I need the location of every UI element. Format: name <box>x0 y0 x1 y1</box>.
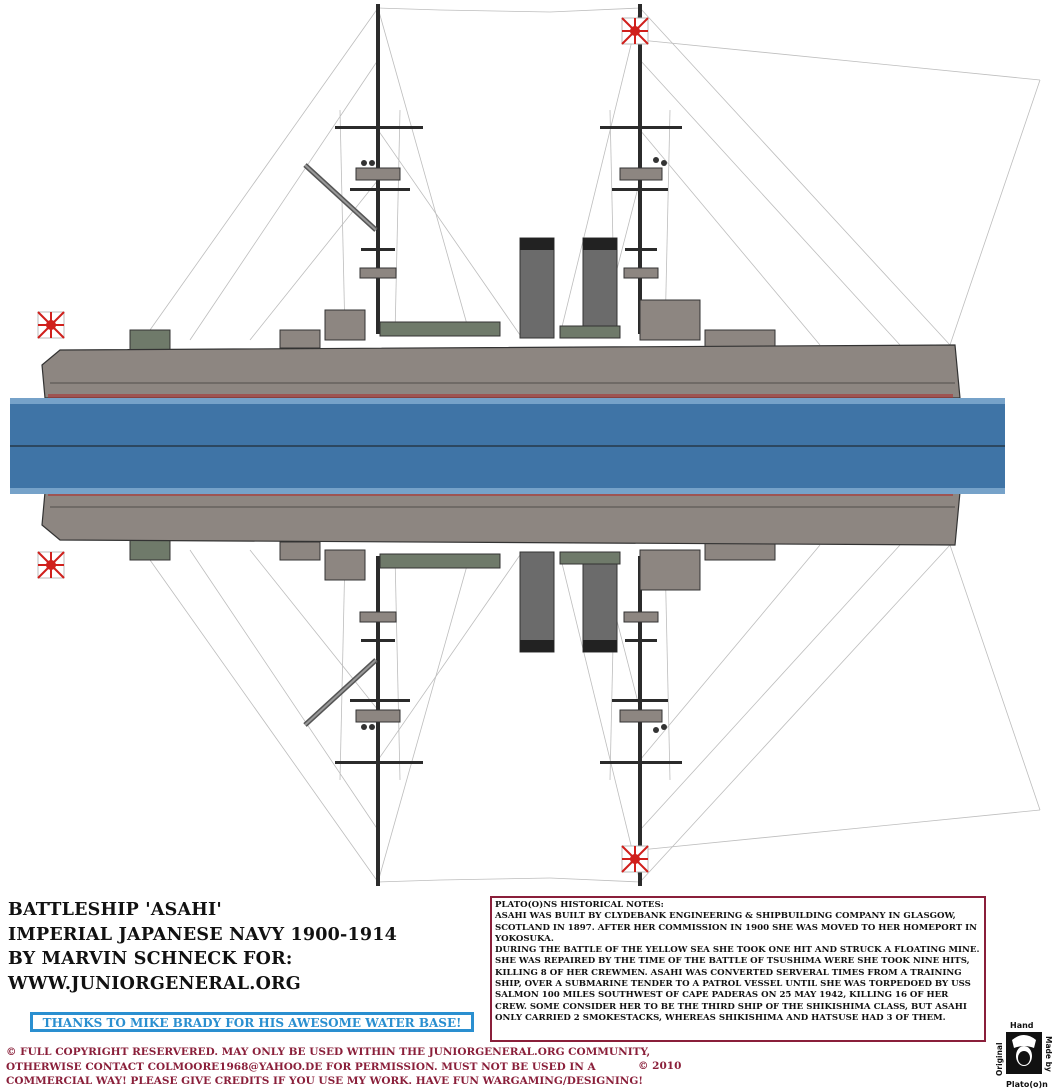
ship-side-view <box>38 4 1040 398</box>
notes-heading: PLATO(O)NS HISTORICAL NOTES: <box>495 900 664 910</box>
historical-notes: PLATO(O)NS HISTORICAL NOTES: ASAHI WAS B… <box>490 896 986 1042</box>
handmade-badge: Hand Original Made by Plato(o)n <box>995 1021 1052 1089</box>
website-link[interactable]: WWW.JUNIORGENERAL.ORG <box>8 973 301 994</box>
ship-side-view-mirrored <box>38 492 1040 886</box>
thanks-banner: THANKS TO MIKE BRADY FOR HIS AWESOME WAT… <box>30 1012 474 1032</box>
copyright-year: © 2010 <box>638 1060 682 1072</box>
notes-paragraph: DURING THE BATTLE OF THE YELLOW SEA SHE … <box>495 945 980 1023</box>
ship-illustration <box>10 0 1055 890</box>
title-block: BATTLESHIP 'ASAHI' IMPERIAL JAPANESE NAV… <box>8 898 478 996</box>
copyright-line: © FULL COPYRIGHT RESERVERED. MAY ONLY BE… <box>6 1046 651 1058</box>
badge-hand: Hand <box>1010 1021 1034 1030</box>
navy-period: IMPERIAL JAPANESE NAVY 1900-1914 <box>8 924 398 945</box>
notes-paragraph: ASAHI WAS BUILT BY CLYDEBANK ENGINEERING… <box>495 911 977 944</box>
copyright-line: COMMERCIAL WAY! PLEASE GIVE CREDITS IF Y… <box>6 1075 643 1087</box>
badge-original: Original <box>995 1042 1004 1076</box>
badge-made-by: Made by <box>1044 1036 1052 1072</box>
author-credit: BY MARVIN SCHNECK FOR: <box>8 949 293 969</box>
badge-author: Plato(o)n <box>1006 1080 1048 1089</box>
copyright-line: OTHERWISE CONTACT COLMOORE1968@YAHOO.DE … <box>6 1060 596 1073</box>
copyright-notice: © FULL COPYRIGHT RESERVERED. MAY ONLY BE… <box>6 1045 996 1089</box>
ship-name: BATTLESHIP 'ASAHI' <box>8 900 222 920</box>
